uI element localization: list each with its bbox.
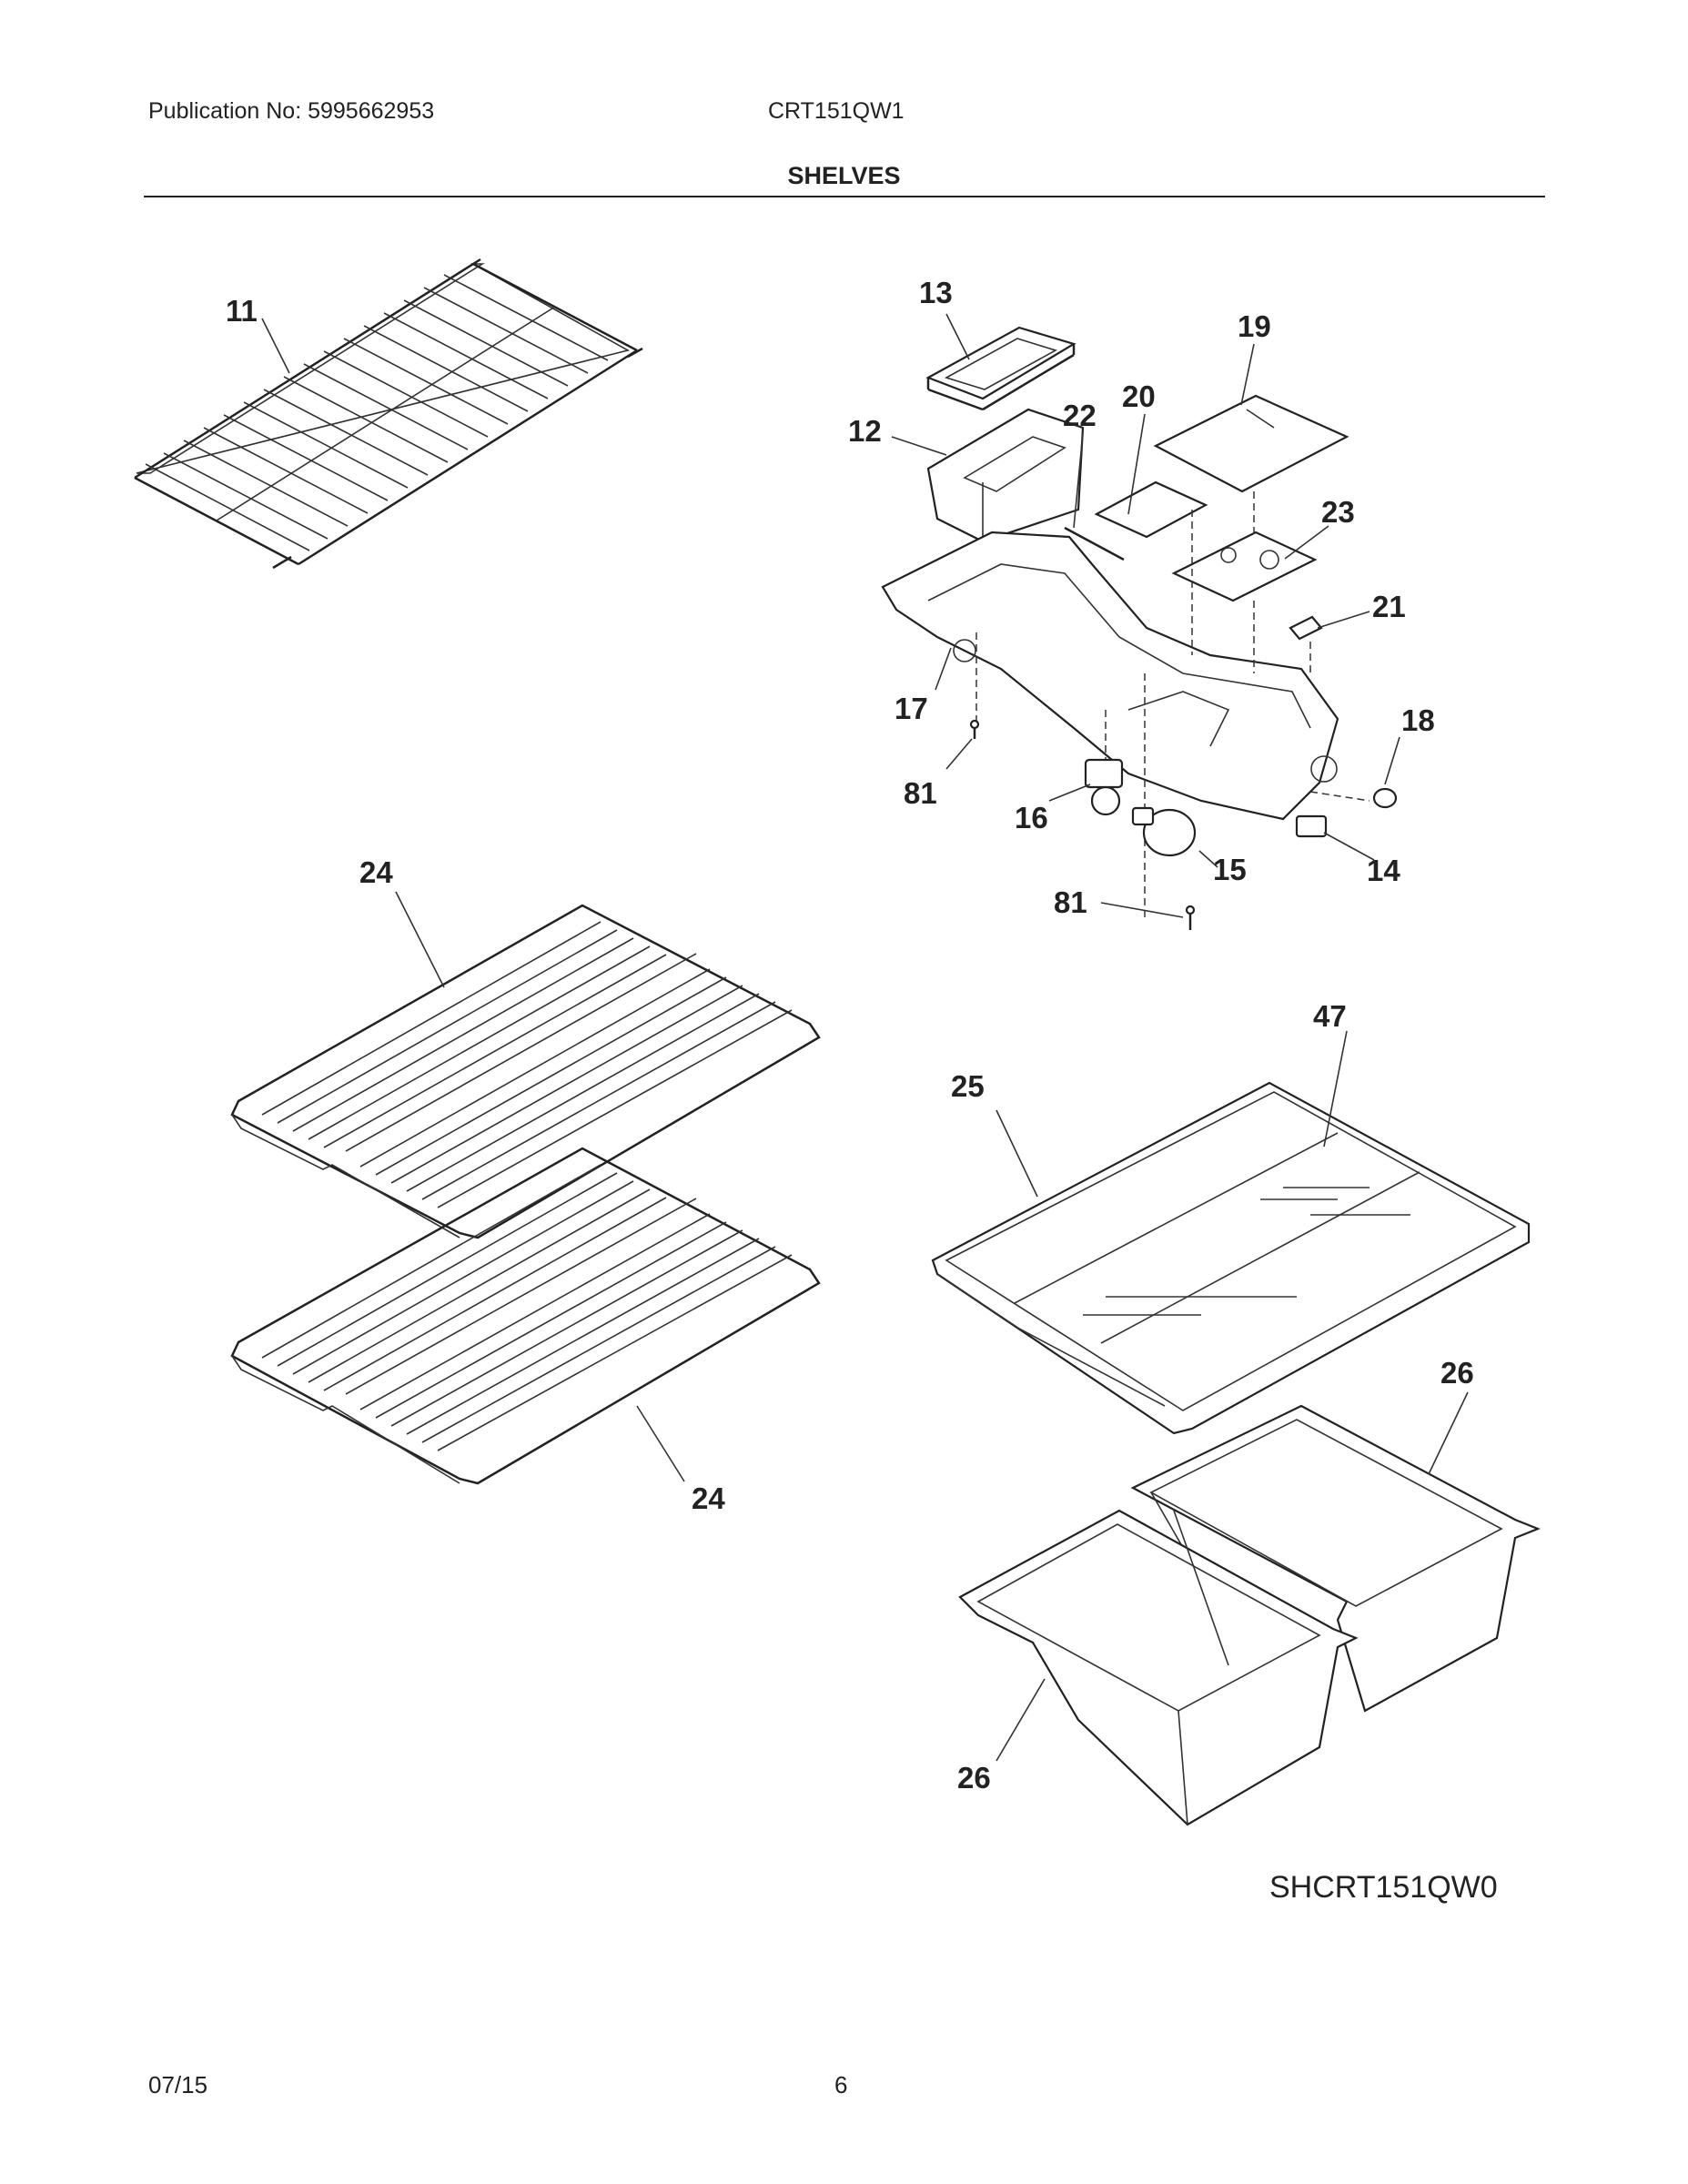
page-title: SHELVES [787,162,901,189]
leader-21 [1317,611,1370,629]
leader-20 [1127,413,1146,515]
callout-81-lower: 81 [1054,885,1087,919]
leader-13 [945,313,970,360]
callout-21: 21 [1372,590,1406,623]
callout-19: 19 [1238,309,1271,343]
leader-12 [891,436,947,456]
leader-26a [1428,1391,1469,1475]
header-rule [144,196,1545,197]
model-number: CRT151QW1 [768,98,905,124]
callout-25: 25 [951,1069,985,1103]
callout-15: 15 [1213,853,1247,886]
glass-shelf-assembly [931,1081,1531,1435]
crisper-drawer-front [958,1509,1359,1826]
leader-22 [1073,432,1084,529]
leader-19 [1240,343,1255,406]
leader-24a [395,891,445,988]
callout-13: 13 [919,276,953,309]
footer-date: 07/15 [148,2071,208,2098]
callout-24-lower: 24 [692,1481,725,1515]
leader-16 [1048,784,1091,802]
leader-17 [935,647,952,691]
callout-12: 12 [848,414,882,448]
callout-17: 17 [895,692,928,725]
callout-26-lower: 26 [957,1761,991,1795]
callout-16: 16 [1015,801,1048,834]
leader-47 [1323,1030,1348,1148]
leader-81b [1100,902,1184,918]
callout-22: 22 [1063,399,1097,432]
callout-26-upper: 26 [1440,1356,1474,1390]
callout-20: 20 [1122,379,1156,413]
leader-18 [1384,736,1400,785]
publication-number: Publication No: 5995662953 [148,98,435,124]
leader-11 [261,318,290,374]
wire-shelf-lower [230,1147,821,1485]
callout-47: 47 [1313,999,1347,1033]
leader-24b [636,1405,685,1482]
callout-23: 23 [1321,495,1355,529]
callout-14: 14 [1367,854,1400,887]
leader-26b [996,1678,1046,1762]
leader-81a [945,738,973,770]
leader-23 [1284,525,1329,560]
control-housing-assembly [881,326,1398,930]
page-number: 6 [834,2071,848,2098]
freezer-wire-shelf [134,258,643,570]
callout-11: 11 [226,294,258,328]
callout-24-upper: 24 [359,855,393,889]
callout-18: 18 [1401,703,1435,737]
leader-25 [996,1109,1038,1198]
leader-15 [1198,850,1218,868]
crisper-drawer-rear [1130,1404,1541,1713]
leader-14 [1323,832,1375,861]
wire-shelf-upper [230,904,821,1239]
callout-81-left: 81 [904,776,937,810]
diagram-code: SHCRT151QW0 [1269,1870,1498,1905]
